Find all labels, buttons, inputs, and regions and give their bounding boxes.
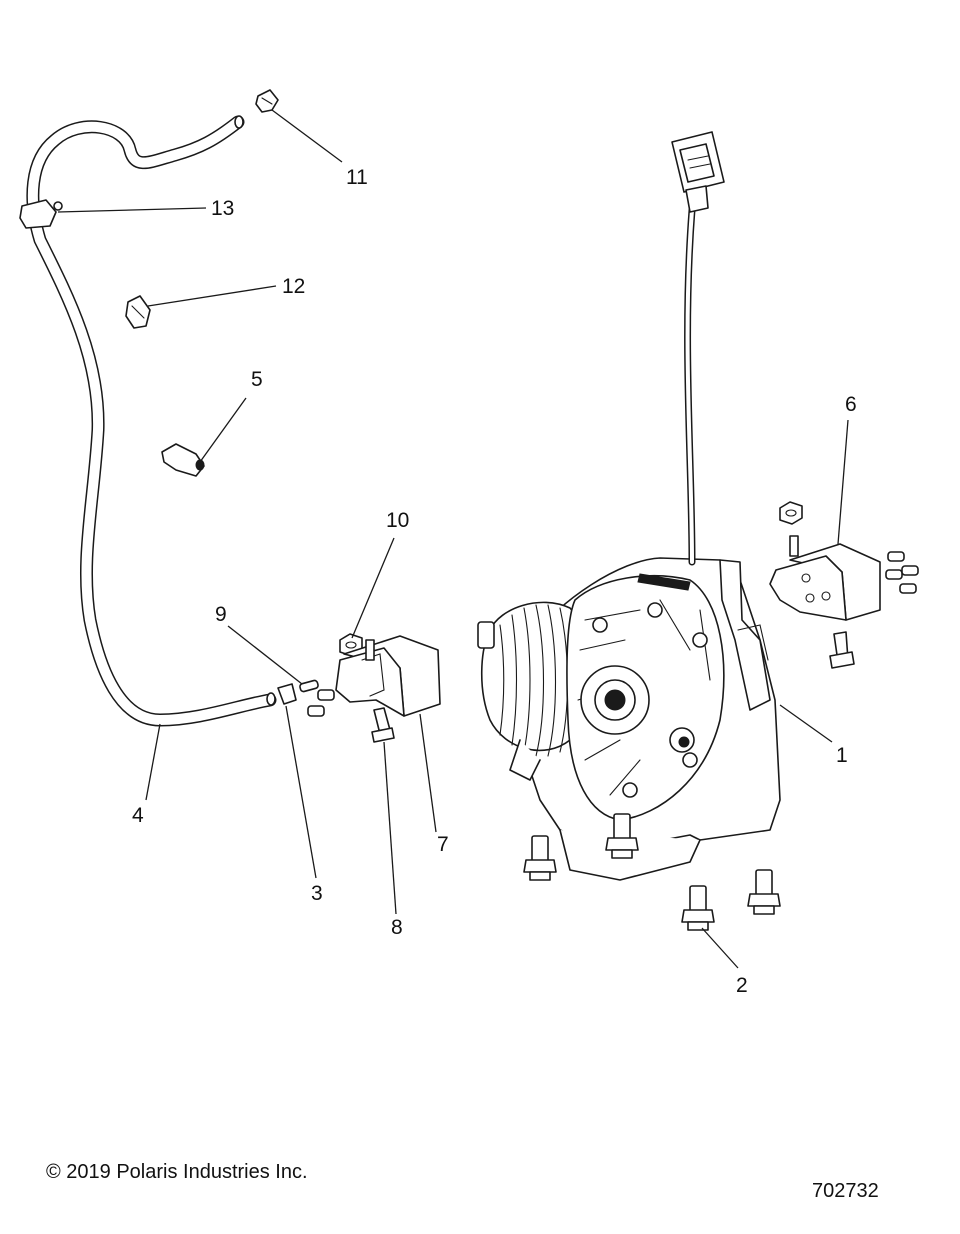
part-8-bolt	[371, 707, 395, 743]
callout-9: 9	[215, 603, 227, 626]
callout-7: 7	[437, 833, 449, 856]
part-4-vent-hose	[26, 115, 277, 727]
callout-2: 2	[736, 974, 748, 997]
callout-12: 12	[282, 275, 305, 298]
callout-3: 3	[311, 882, 323, 905]
callout-1: 1	[836, 744, 848, 767]
copyright-text: © 2019 Polaris Industries Inc.	[46, 1161, 308, 1183]
callout-labels: 1 2 3 4 5 6 7 8 9 10 11 12 13	[132, 166, 857, 997]
part-11-hose-clip	[255, 89, 279, 113]
part-12-clip	[125, 295, 151, 329]
callout-6: 6	[845, 393, 857, 416]
callout-5: 5	[251, 368, 263, 391]
part-1-gearcase	[477, 131, 781, 881]
leader-lines	[57, 109, 849, 969]
drawing-number: 702732	[812, 1180, 879, 1202]
part-6-mount-bracket	[769, 501, 919, 669]
part-3-hose-clamp	[277, 683, 297, 705]
callout-4: 4	[132, 804, 144, 827]
part-2-flange-bolts	[523, 813, 781, 931]
part-9-bolts	[299, 679, 335, 717]
part-7-mount-bracket	[335, 635, 441, 717]
callout-10: 10	[386, 509, 409, 532]
callout-8: 8	[391, 916, 403, 939]
part-5-elbow-fitting	[161, 443, 205, 477]
callout-11: 11	[346, 166, 368, 189]
callout-13: 13	[211, 197, 234, 220]
part-13-hose-clamp	[19, 199, 63, 229]
